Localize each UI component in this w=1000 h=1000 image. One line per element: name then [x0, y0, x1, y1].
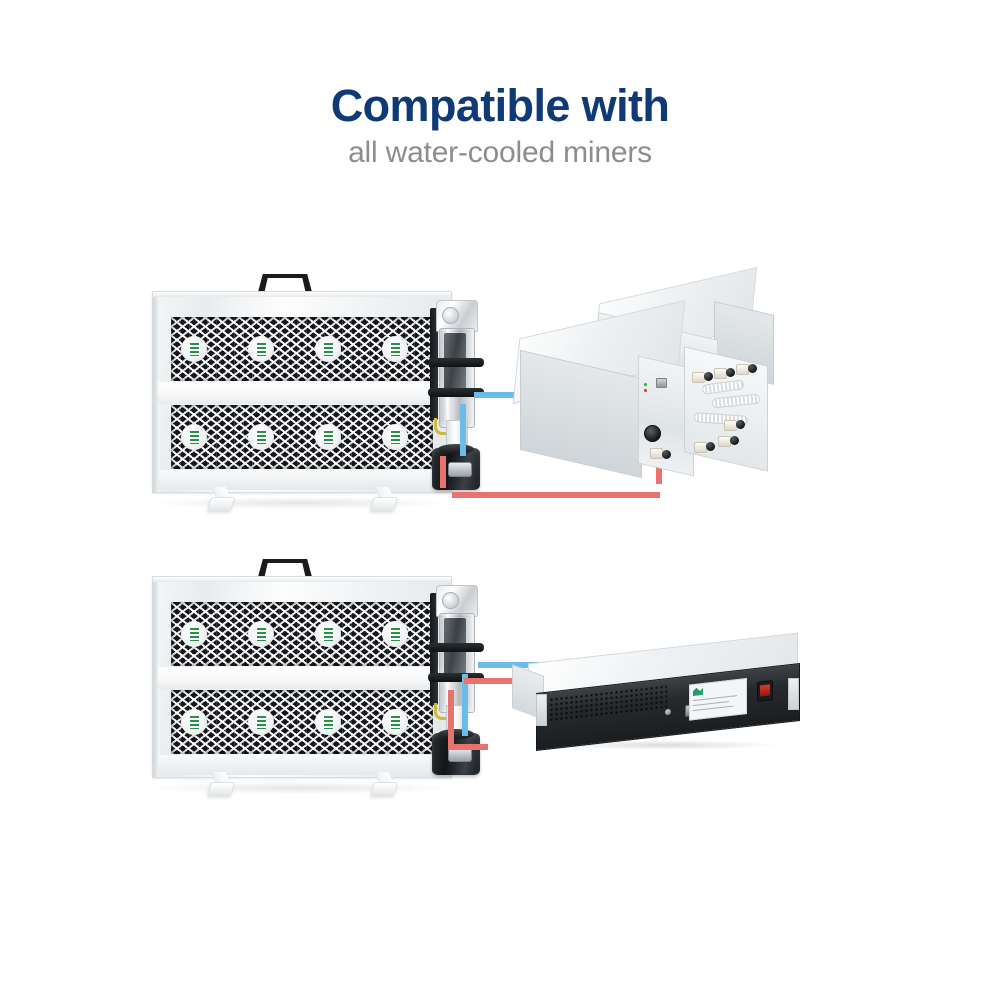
- reservoir-clamp-band: [428, 643, 484, 652]
- fan-hub: [248, 709, 274, 735]
- hot-water-hose: [448, 690, 454, 750]
- water-cooling-radiator: [152, 559, 452, 796]
- radiator-foot: [369, 772, 399, 798]
- brand-logo-icon: [390, 715, 400, 729]
- manifold-valve[interactable]: [706, 442, 715, 451]
- power-switch[interactable]: [757, 680, 773, 702]
- manifold-valve[interactable]: [730, 436, 739, 445]
- brand-logo-icon: [256, 430, 266, 444]
- header: Compatible with all water-cooled miners: [0, 82, 1000, 170]
- hot-water-hose: [452, 744, 488, 750]
- fan-hub: [315, 621, 341, 647]
- manifold-valve[interactable]: [662, 450, 671, 459]
- radiator-mesh-grille-top: [171, 317, 433, 381]
- radiator-shadow: [150, 782, 450, 794]
- fan-hub: [382, 709, 408, 735]
- status-led-red: [644, 389, 647, 392]
- psu-shadow: [550, 740, 780, 750]
- brand-logo-icon: [323, 627, 333, 641]
- hot-water-hose: [452, 492, 660, 498]
- control-knob[interactable]: [644, 425, 661, 442]
- radiator-bottom-rail: [158, 470, 446, 490]
- fan-hub: [315, 424, 341, 450]
- radiator-housing: [152, 291, 452, 493]
- fan-hub: [382, 336, 408, 362]
- status-led-green: [644, 383, 647, 386]
- rackmount-power-supply: [510, 632, 810, 752]
- power-wire: [434, 703, 449, 720]
- label-text-line: [693, 695, 737, 702]
- rack-mount-ear: [788, 678, 799, 710]
- product-label: [689, 677, 747, 721]
- fan-hub: [315, 336, 341, 362]
- radiator-housing: [152, 576, 452, 778]
- radiator-bottom-rail: [158, 755, 446, 775]
- water-cooling-radiator: [152, 274, 452, 511]
- reservoir-clamp-band: [428, 388, 484, 397]
- radiator-foot: [206, 772, 236, 798]
- brand-logo-icon: [256, 715, 266, 729]
- brand-logo-icon: [256, 342, 266, 356]
- manifold-valve[interactable]: [726, 368, 735, 377]
- label-text-line: [693, 705, 733, 712]
- radiator-center-divider: [158, 667, 446, 689]
- brand-logo-icon: [323, 715, 333, 729]
- pump-head: [436, 585, 478, 617]
- fan-hub: [248, 336, 274, 362]
- reservoir-clamp-band: [428, 358, 484, 367]
- fan-hub: [315, 709, 341, 735]
- foot-pad: [369, 782, 399, 796]
- reservoir-cylinder: [439, 328, 475, 428]
- manifold-valve[interactable]: [704, 372, 713, 381]
- pump-and-reservoir: [428, 585, 484, 775]
- foot-pad: [206, 782, 236, 796]
- reservoir-cylinder: [439, 613, 475, 713]
- pump-motor: [432, 729, 480, 775]
- fan-hub: [248, 621, 274, 647]
- brand-logo-icon: [323, 342, 333, 356]
- switch-rocker: [760, 684, 770, 697]
- reservoir-clamp-band: [428, 673, 484, 682]
- hot-water-hose: [440, 456, 446, 488]
- brand-logo-icon: [256, 627, 266, 641]
- brand-logo-icon: [390, 627, 400, 641]
- brand-logo-icon: [693, 687, 703, 696]
- vent-grille: [549, 684, 667, 722]
- page-subtitle: all water-cooled miners: [348, 136, 652, 170]
- page-title: Compatible with: [330, 80, 670, 131]
- manifold-valve[interactable]: [748, 364, 757, 373]
- brand-logo-icon: [390, 342, 400, 356]
- ethernet-port[interactable]: [656, 378, 667, 388]
- radiator-center-divider: [158, 382, 446, 404]
- fan-hub: [248, 424, 274, 450]
- cold-water-hose: [462, 674, 468, 736]
- miner-unit-front: [512, 300, 776, 510]
- fan-hub: [181, 621, 207, 647]
- rack-mount-ear: [536, 694, 547, 726]
- pump-outlet-port: [448, 462, 472, 477]
- brand-logo-icon: [323, 430, 333, 444]
- carry-handle[interactable]: [258, 559, 312, 577]
- brand-logo-icon: [189, 430, 199, 444]
- brand-logo-icon: [189, 715, 199, 729]
- brand-logo-icon: [189, 627, 199, 641]
- fan-hub: [382, 424, 408, 450]
- manifold-valve[interactable]: [736, 420, 745, 429]
- diagram-radiator-with-stacked-miners: [150, 267, 776, 511]
- brand-logo-icon: [189, 342, 199, 356]
- power-wire: [434, 418, 449, 435]
- pump-and-reservoir: [428, 300, 484, 490]
- fan-hub: [181, 336, 207, 362]
- fan-hub: [181, 709, 207, 735]
- panel-screw: [665, 708, 671, 716]
- hot-water-hose: [464, 678, 516, 684]
- label-text-line: [693, 701, 729, 707]
- fan-hub: [382, 621, 408, 647]
- cold-water-hose: [460, 404, 466, 456]
- brand-logo-icon: [390, 430, 400, 444]
- fan-hub: [181, 424, 207, 450]
